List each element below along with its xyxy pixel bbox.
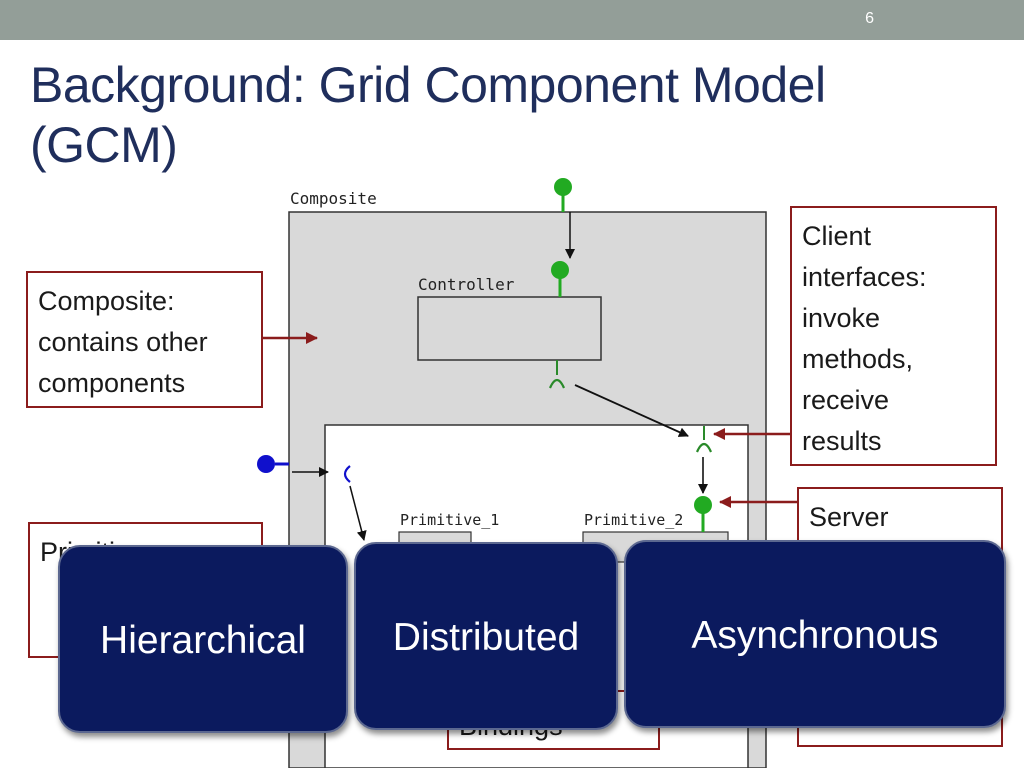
- client-callout-line-5: receive: [802, 385, 890, 415]
- arrow-to-primitive-1: [349, 485, 367, 541]
- composite-callout: Composite: contains other components: [26, 271, 263, 408]
- asynchronous-pill: Asynchronous: [624, 540, 1006, 728]
- client-interfaces-callout: Client interfaces: invoke methods, recei…: [790, 206, 997, 466]
- client-callout-line-6: results: [802, 426, 882, 456]
- client-callout-line-1: Client: [802, 221, 872, 251]
- controller-box: [417, 296, 602, 361]
- client-callout-line-2: interfaces:: [802, 262, 927, 292]
- left-external-port-icon: [257, 455, 275, 473]
- inner-client-port-icon: [695, 442, 713, 453]
- primitive-2-server-port-icon: [694, 496, 712, 514]
- hierarchical-pill: Hierarchical: [58, 545, 348, 733]
- composite-callout-line-3: components: [38, 368, 186, 398]
- controller-server-port-icon: [551, 261, 569, 279]
- hierarchical-label: Hierarchical: [100, 619, 306, 662]
- client-callout-line-4: methods,: [802, 344, 914, 374]
- client-callout-line-3: invoke: [802, 303, 881, 333]
- controller-label: Controller: [418, 275, 515, 294]
- binding-arrow-1: [574, 384, 689, 437]
- distributed-pill: Distributed: [354, 542, 618, 730]
- top-bar: 6: [0, 0, 1024, 40]
- composite-label: Composite: [290, 189, 377, 208]
- inner-client-port-blue-icon: [343, 465, 351, 483]
- slide-title: Background: Grid Component Model (GCM): [30, 55, 990, 175]
- slide-number: 6: [865, 10, 874, 27]
- server-callout-line-1: Server: [809, 502, 889, 532]
- top-server-port-icon: [554, 178, 572, 196]
- primitive-2-label: Primitive_2: [584, 511, 683, 529]
- asynchronous-label: Asynchronous: [691, 614, 939, 657]
- composite-callout-line-2: contains other: [38, 327, 208, 357]
- title-line-2: (GCM): [30, 117, 178, 173]
- controller-client-port-icon: [548, 378, 566, 389]
- distributed-label: Distributed: [392, 616, 580, 659]
- title-line-1: Background: Grid Component Model: [30, 57, 826, 113]
- primitive-1-label: Primitive_1: [400, 511, 499, 529]
- composite-callout-line-1: Composite:: [38, 286, 175, 316]
